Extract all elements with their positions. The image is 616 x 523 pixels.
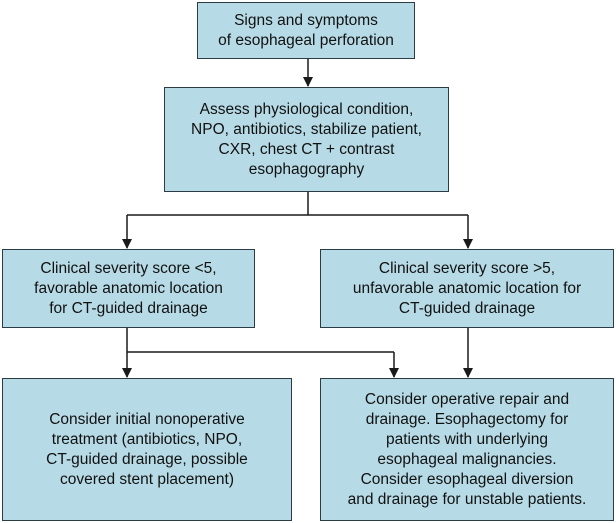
node-line: drainage. Esophagectomy for: [365, 410, 569, 428]
node-nonoperative-treatment: Consider initial nonoperative treatment …: [2, 378, 292, 521]
node-signs-and-symptoms: Signs and symptoms of esophageal perfora…: [197, 2, 415, 59]
node-score-above-5: Clinical severity score >5, unfavorable …: [320, 249, 614, 328]
node-line: treatment (antibiotics, NPO,: [51, 430, 243, 448]
node-line: CT-guided drainage: [398, 299, 536, 317]
node-line: esophageal malignancies.: [377, 450, 557, 468]
node-line: NPO, antibiotics, stabilize patient,: [191, 120, 422, 138]
node-score-below-5: Clinical severity score <5, favorable an…: [2, 249, 255, 328]
node-line: unfavorable anatomic location for: [352, 279, 582, 297]
node-line: Consider esophageal diversion: [360, 470, 574, 488]
node-line: Consider operative repair and: [364, 390, 570, 408]
node-line: CT-guided drainage, possible: [46, 450, 248, 468]
node-line: covered stent placement): [59, 470, 235, 488]
node-line: of esophageal perforation: [218, 31, 394, 49]
node-line: Consider initial nonoperative: [49, 410, 245, 428]
node-operative-repair: Consider operative repair and drainage. …: [320, 378, 614, 521]
node-line: Clinical severity score <5,: [40, 259, 217, 277]
node-line: Signs and symptoms: [234, 11, 378, 29]
node-line: Clinical severity score >5,: [378, 259, 556, 277]
node-line: and drainage for unstable patients.: [347, 490, 587, 508]
node-line: favorable anatomic location: [34, 279, 223, 297]
node-line: CXR, chest CT + contrast: [218, 140, 395, 158]
node-line: Assess physiological condition,: [199, 100, 414, 118]
node-line: patients with underlying: [385, 430, 548, 448]
node-assess-condition: Assess physiological condition, NPO, ant…: [164, 87, 449, 192]
node-line: for CT-guided drainage: [49, 299, 208, 317]
node-line: esophagography: [248, 160, 365, 178]
